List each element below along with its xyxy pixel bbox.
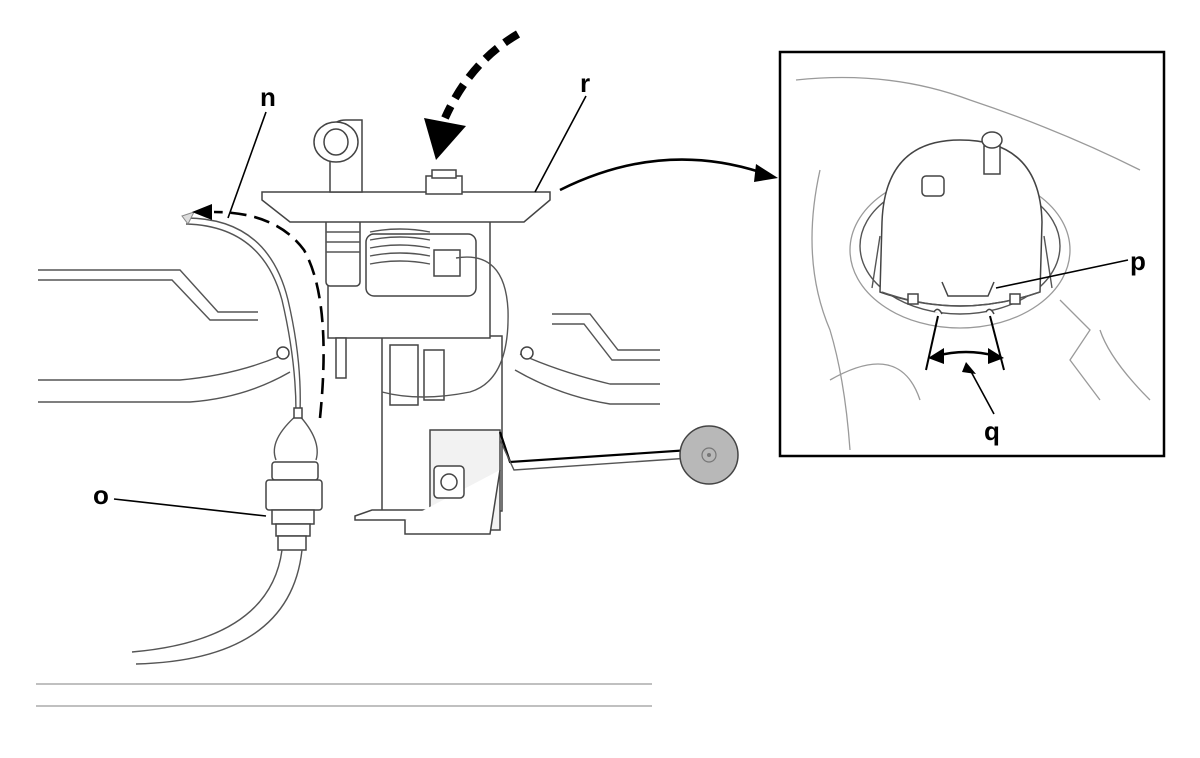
detail-inset — [778, 50, 1166, 458]
callout-n: n — [260, 82, 276, 112]
fuel-pump-assembly — [261, 119, 739, 535]
detail-link-arrow — [559, 158, 778, 192]
harness-removal-arrow — [192, 204, 325, 419]
insertion-arrow — [424, 30, 521, 160]
harness-connector — [131, 461, 323, 665]
callout-p: p — [1130, 246, 1146, 276]
leader-lines — [113, 95, 587, 517]
callout-q: q — [984, 416, 1000, 446]
wire-harness — [181, 211, 318, 461]
callout-o: o — [93, 480, 109, 510]
callout-r: r — [580, 68, 590, 98]
tank-body-lines — [36, 269, 660, 707]
